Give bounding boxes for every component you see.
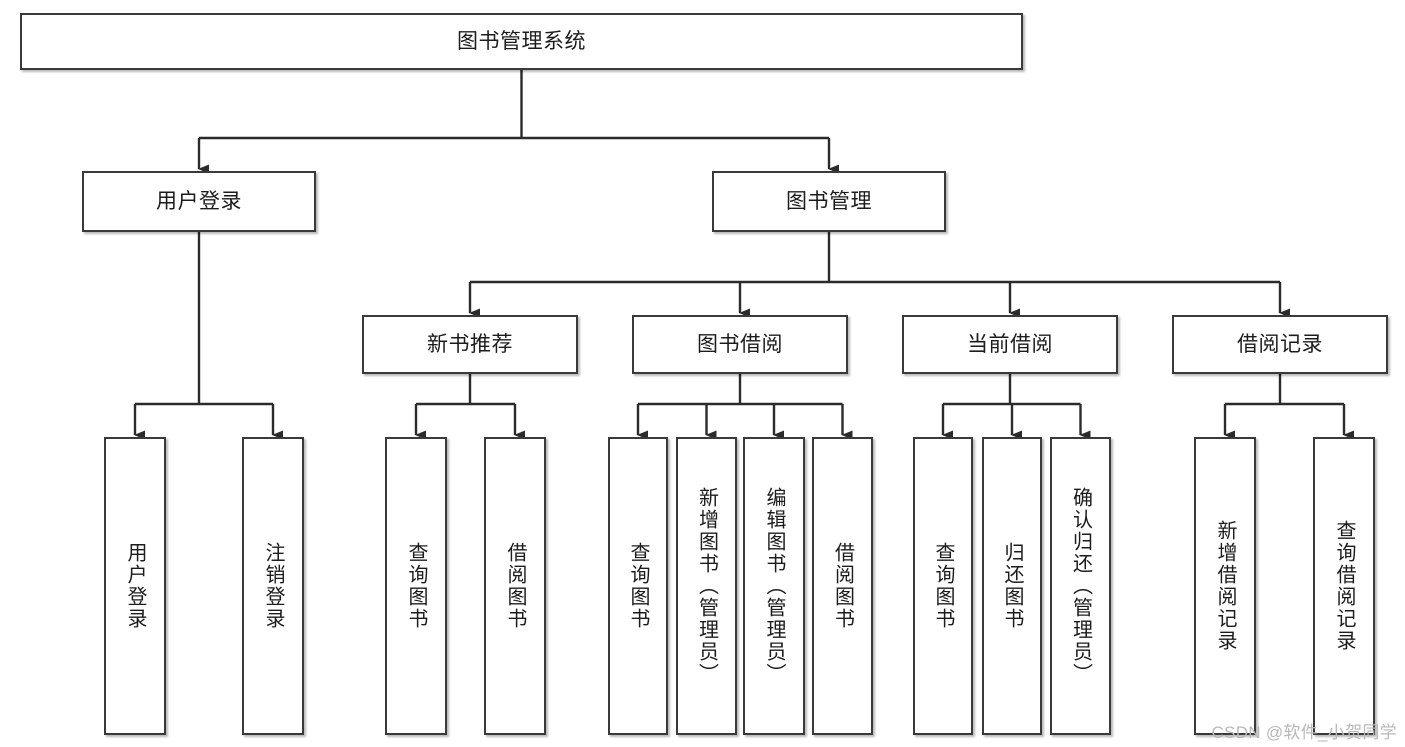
node-label-leaf-borrow-book-2: 借阅图书	[831, 542, 854, 630]
node-label-leaf-return-book: 归还图书	[1001, 542, 1023, 630]
node-leaf-edit-book-admin[interactable]: 编辑图书（管理员）	[743, 437, 805, 735]
node-leaf-query-borrow-record[interactable]: 查询借阅记录	[1313, 437, 1375, 735]
connector-lines	[133, 70, 1354, 440]
node-root[interactable]: 图书管理系统	[20, 13, 1023, 70]
node-label-leaf-confirm-return-admin: 确认归还（管理员）	[1069, 487, 1092, 685]
node-label-book-borrow: 图书借阅	[697, 332, 783, 356]
watermark-text: CSDN @软件_小贺同学	[1211, 723, 1397, 742]
node-label-leaf-query-book-1: 查询图书	[405, 542, 427, 630]
node-leaf-query-book-3[interactable]: 查询图书	[913, 437, 973, 735]
node-label-leaf-add-borrow-record: 新增借阅记录	[1214, 520, 1236, 652]
node-book-borrow[interactable]: 图书借阅	[632, 315, 848, 374]
node-label-leaf-borrow-book-1: 借阅图书	[504, 542, 526, 630]
node-label-leaf-user-login: 用户登录	[124, 542, 146, 630]
node-leaf-user-login[interactable]: 用户登录	[104, 437, 166, 735]
node-label-borrow-record: 借阅记录	[1237, 332, 1323, 356]
node-leaf-query-book-2[interactable]: 查询图书	[608, 437, 668, 735]
node-label-leaf-query-book-3: 查询图书	[932, 542, 954, 630]
node-leaf-confirm-return-admin[interactable]: 确认归还（管理员）	[1050, 437, 1111, 735]
node-label-new-book-recommend: 新书推荐	[427, 332, 513, 356]
node-label-leaf-logout-login: 注销登录	[262, 542, 284, 630]
node-user-login[interactable]: 用户登录	[82, 171, 316, 232]
node-book-manage[interactable]: 图书管理	[712, 171, 946, 232]
node-label-root: 图书管理系统	[457, 29, 586, 53]
node-new-book-recommend[interactable]: 新书推荐	[362, 315, 578, 374]
node-leaf-borrow-book-2[interactable]: 借阅图书	[812, 437, 873, 735]
node-leaf-borrow-book-1[interactable]: 借阅图书	[484, 437, 546, 735]
node-leaf-add-borrow-record[interactable]: 新增借阅记录	[1194, 437, 1256, 735]
node-label-leaf-add-book-admin: 新增图书（管理员）	[695, 487, 718, 685]
node-label-user-login: 用户登录	[156, 189, 242, 213]
node-current-borrow[interactable]: 当前借阅	[902, 315, 1118, 374]
node-label-leaf-query-borrow-record: 查询借阅记录	[1333, 520, 1355, 652]
node-label-book-manage: 图书管理	[786, 189, 872, 213]
node-borrow-record[interactable]: 借阅记录	[1172, 315, 1388, 374]
node-leaf-return-book[interactable]: 归还图书	[982, 437, 1042, 735]
node-label-leaf-query-book-2: 查询图书	[627, 542, 649, 630]
node-label-leaf-edit-book-admin: 编辑图书（管理员）	[763, 487, 785, 685]
node-leaf-logout-login[interactable]: 注销登录	[242, 437, 304, 735]
node-label-current-borrow: 当前借阅	[967, 332, 1053, 356]
node-leaf-query-book-1[interactable]: 查询图书	[385, 437, 447, 735]
node-leaf-add-book-admin[interactable]: 新增图书（管理员）	[676, 437, 737, 735]
